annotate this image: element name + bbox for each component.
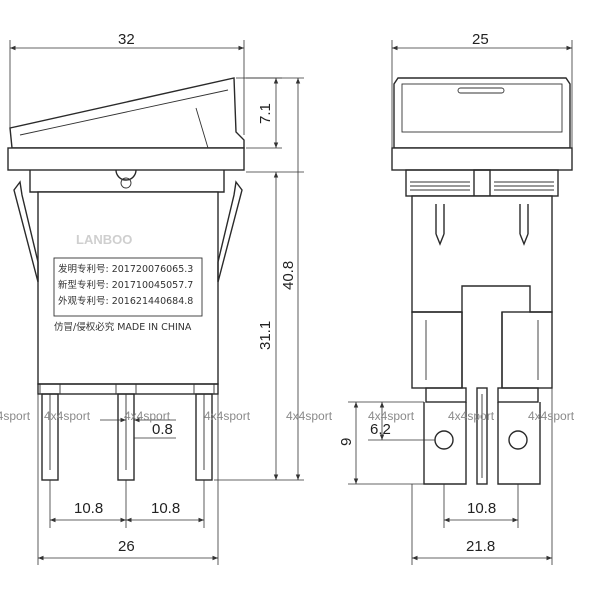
label-line-4: 仿冒/侵权必究 MADE IN CHINA <box>54 321 192 333</box>
front-body <box>411 195 553 313</box>
notch <box>115 169 137 181</box>
watermark-7: 4x4sport <box>448 409 495 423</box>
dim-pitch-left: 10.8 <box>74 500 103 517</box>
watermark-strip: 4x4sport 4x4sport 4x4sport 4x4sport 4x4s… <box>0 409 575 423</box>
brand-text: LANBOO <box>76 232 132 247</box>
right-clip <box>217 180 243 283</box>
dim-side-base: 26 <box>118 538 135 555</box>
dim-terminal-width: 0.8 <box>152 421 173 438</box>
front-rocker-cap <box>393 77 571 149</box>
flange <box>7 147 245 171</box>
front-terminals <box>423 387 541 485</box>
watermark-2: 4x4sport <box>44 409 91 423</box>
terminal-hole-right <box>508 430 528 450</box>
left-clip <box>13 180 39 283</box>
front-dimensions: 25 9 6.2 10.8 21.8 <box>338 31 573 565</box>
watermark-8: 4x4sport <box>528 409 575 423</box>
label-box <box>53 257 203 317</box>
dim-side-body: 31.1 <box>257 321 274 350</box>
terminal-hole-left <box>434 430 454 450</box>
dim-terminal-length: 9 <box>338 438 355 446</box>
dim-pitch-right: 10.8 <box>151 500 180 517</box>
side-terminals <box>39 384 215 481</box>
watermark-5: 4x4sport <box>286 409 333 423</box>
label-line-2: 新型专利号: 201710045057.7 <box>58 279 193 291</box>
dim-front-width: 25 <box>472 31 489 48</box>
dim-hole-offset: 6.2 <box>370 421 391 438</box>
indicator-slot <box>457 87 505 94</box>
front-view <box>391 77 573 485</box>
side-view: LANBOO 发明专利号: 201720076065.3 新型专利号: 2017… <box>7 77 245 481</box>
watermark-1: 4x4sport <box>0 409 31 423</box>
switch-body <box>37 191 219 385</box>
watermark-3: 4x4sport <box>124 409 171 423</box>
side-dimensions: 32 7.1 40.8 31.1 0.8 10.8 10.8 26 <box>9 31 304 565</box>
dim-side-top: 7.1 <box>257 103 274 124</box>
dim-front-pitch: 10.8 <box>467 500 496 517</box>
rocker-cap <box>9 77 245 149</box>
watermark-4: 4x4sport <box>204 409 251 423</box>
vent-ribs <box>410 181 554 191</box>
dim-side-total: 40.8 <box>280 261 297 290</box>
dim-front-base: 21.8 <box>466 538 495 555</box>
dim-side-width: 32 <box>118 31 135 48</box>
label-line-1: 发明专利号: 201720076065.3 <box>58 263 193 275</box>
watermark-6: 4x4sport <box>368 409 415 423</box>
label-line-3: 外观专利号: 201621440684.8 <box>58 295 193 307</box>
